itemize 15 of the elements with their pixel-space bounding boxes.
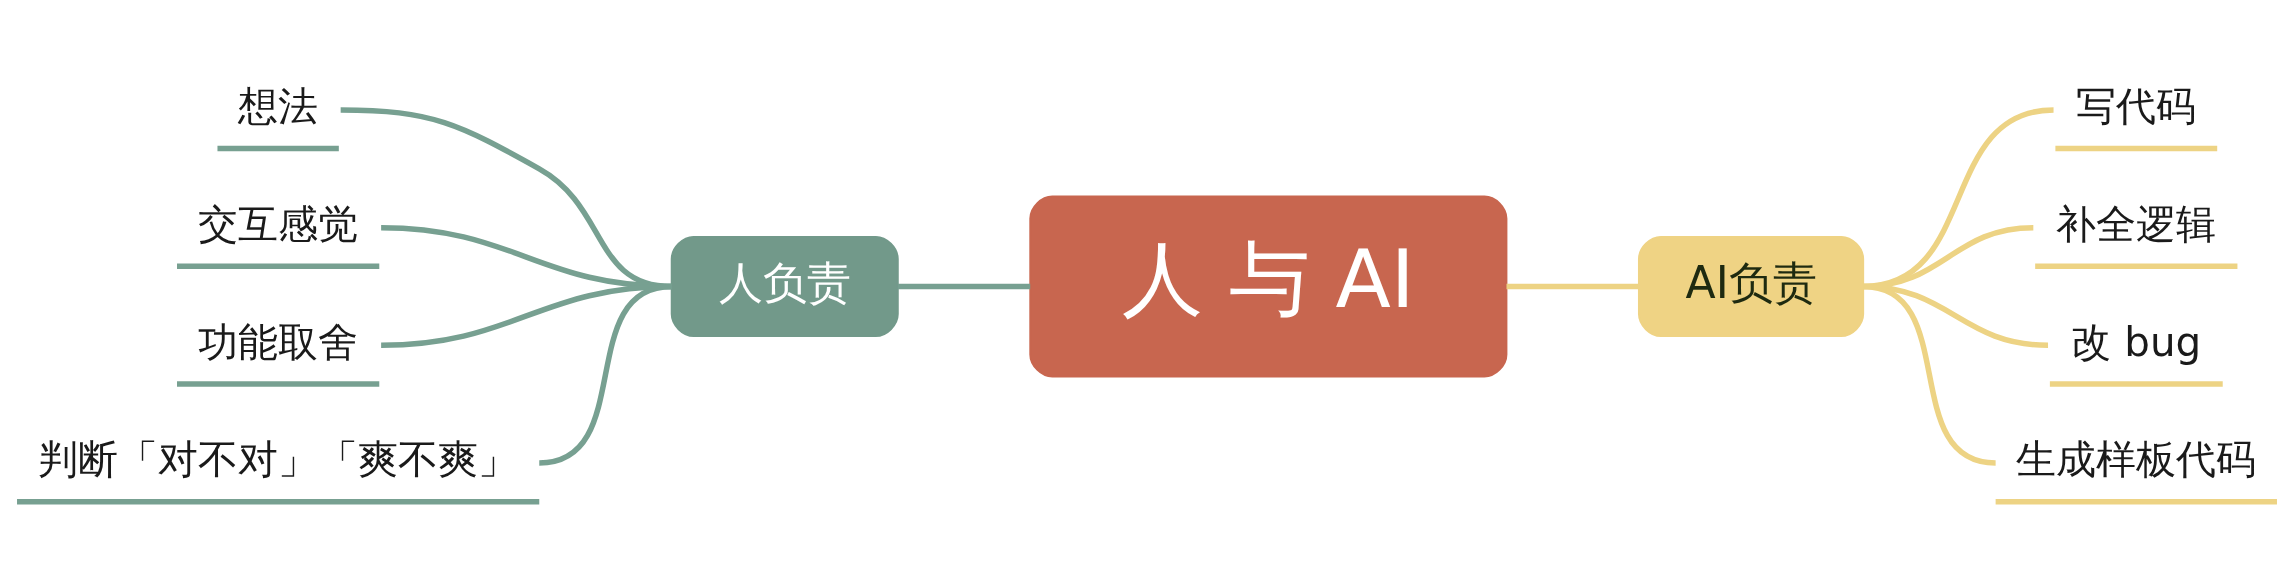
node-box: 人负责: [670, 235, 899, 337]
node-text: 功能取舍: [198, 317, 359, 366]
node-text: 判断「对不对」「爽不爽」: [38, 434, 519, 483]
node-text: 交互感觉: [198, 199, 359, 248]
node-text: 生成样板代码: [2016, 434, 2257, 483]
node-box: 人 与 AI: [1029, 195, 1508, 378]
connector: [897, 283, 1031, 289]
node-text: 写代码: [2076, 81, 2197, 130]
node-text: 想法: [238, 81, 319, 130]
connector: [1862, 283, 1997, 466]
connector: [538, 283, 673, 466]
node-text: 补全逻辑: [2056, 199, 2217, 248]
node-text: 改 bug: [2071, 317, 2202, 366]
node-box: AI负责: [1637, 235, 1865, 337]
connector: [1506, 283, 1639, 289]
